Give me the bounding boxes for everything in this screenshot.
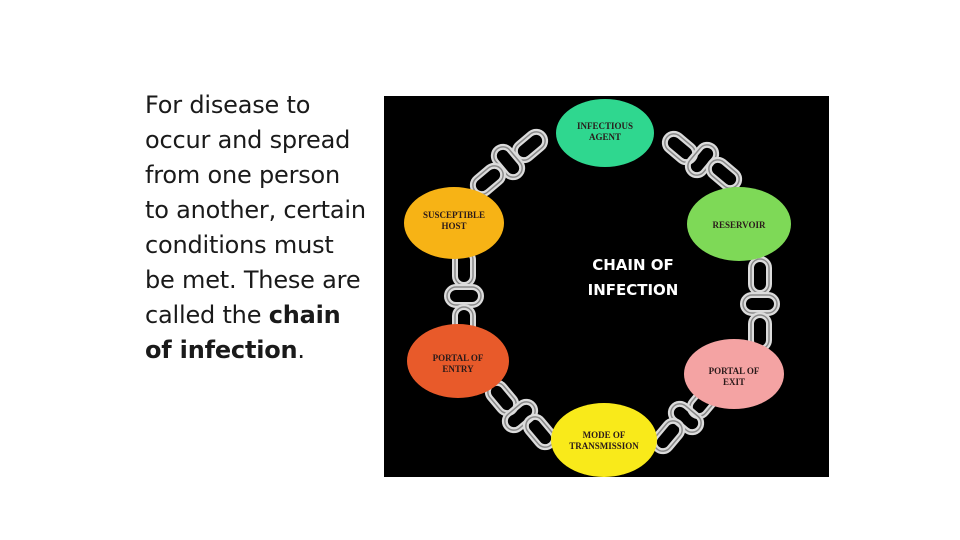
node-reservoir: RESERVOIR	[687, 187, 791, 261]
node-portal-of-exit-line2: EXIT	[723, 377, 745, 387]
node-mode-of-transmission: MODE OF TRANSMISSION	[551, 403, 657, 477]
chain-of-infection-diagram: INFECTIOUS AGENT RESERVOIR PORTAL OF EXI…	[384, 96, 829, 477]
node-portal-of-entry-line2: ENTRY	[442, 364, 474, 374]
node-mode-of-transmission-line1: MODE OF	[583, 430, 626, 440]
node-susceptible-host-line1: SUSCEPTIBLE	[423, 210, 485, 220]
body-paragraph: For disease to occur and spread from one…	[145, 88, 370, 368]
node-portal-of-entry: PORTAL OF ENTRY	[407, 324, 509, 398]
node-mode-of-transmission-line2: TRANSMISSION	[569, 441, 639, 451]
diagram-canvas: INFECTIOUS AGENT RESERVOIR PORTAL OF EXI…	[404, 99, 791, 477]
node-reservoir-line1: RESERVOIR	[712, 220, 766, 230]
center-title-line1: CHAIN OF	[592, 256, 674, 274]
paragraph-tail: .	[297, 336, 305, 364]
chain-link-agent-reservoir	[661, 130, 743, 192]
chain-link-reservoir-exit	[743, 259, 777, 349]
chain-link-mode-entry	[484, 379, 558, 451]
node-portal-of-exit: PORTAL OF EXIT	[684, 339, 784, 409]
node-susceptible-host: SUSCEPTIBLE HOST	[404, 187, 504, 259]
node-infectious-agent-line1: INFECTIOUS	[577, 121, 633, 131]
node-infectious-agent: INFECTIOUS AGENT	[556, 99, 654, 167]
node-portal-of-exit-line1: PORTAL OF	[709, 366, 760, 376]
paragraph-emphasis: chain of infection	[145, 301, 341, 364]
node-portal-of-entry-line1: PORTAL OF	[433, 353, 484, 363]
node-infectious-agent-line2: AGENT	[589, 132, 621, 142]
node-susceptible-host-line2: HOST	[441, 221, 466, 231]
paragraph-lead: For disease to occur and spread from one…	[145, 91, 366, 329]
chain-link-agent-host	[469, 128, 549, 198]
center-title-line2: INFECTION	[588, 281, 679, 299]
